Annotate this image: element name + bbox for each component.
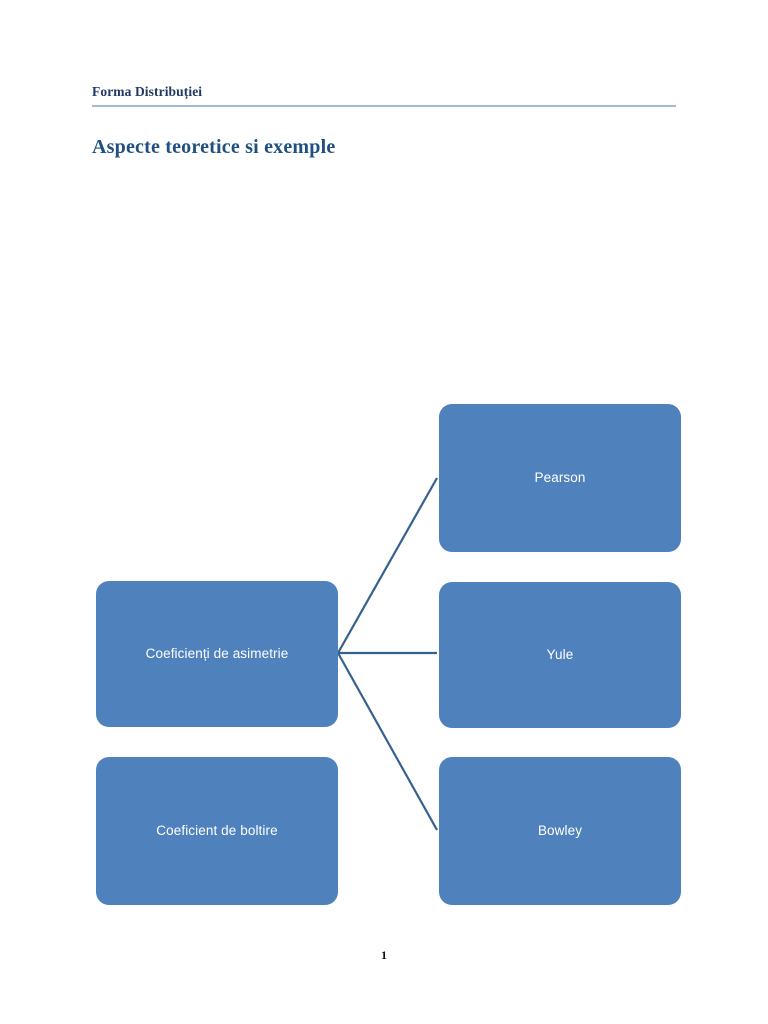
header-divider [92, 105, 676, 107]
diagram-node-label: Yule [546, 646, 574, 662]
header-title: Forma Distribuției [92, 84, 203, 99]
page-number: 1 [381, 948, 387, 962]
diagram-node-bowley[interactable]: Bowley [439, 757, 681, 905]
diagram-node-kurtosis[interactable]: Coeficient de boltire [96, 757, 338, 905]
diagram-node-yule[interactable]: Yule [439, 582, 681, 728]
connector-skewness-bowley [337, 652, 438, 831]
connector-skewness-pearson [337, 477, 438, 654]
diagram-node-label: Pearson [534, 469, 586, 485]
page-title: Aspecte teoretice si exemple [92, 136, 336, 158]
document-header: Forma Distribuției [92, 84, 676, 107]
diagram-node-label: Coeficient de boltire [156, 822, 278, 838]
diagram-node-label: Bowley [537, 822, 583, 838]
diagram-node-skewness[interactable]: Coeficienți de asimetrie [96, 581, 338, 727]
diagram-node-label: Coeficienți de asimetrie [145, 645, 289, 661]
diagram-node-pearson[interactable]: Pearson [439, 404, 681, 552]
